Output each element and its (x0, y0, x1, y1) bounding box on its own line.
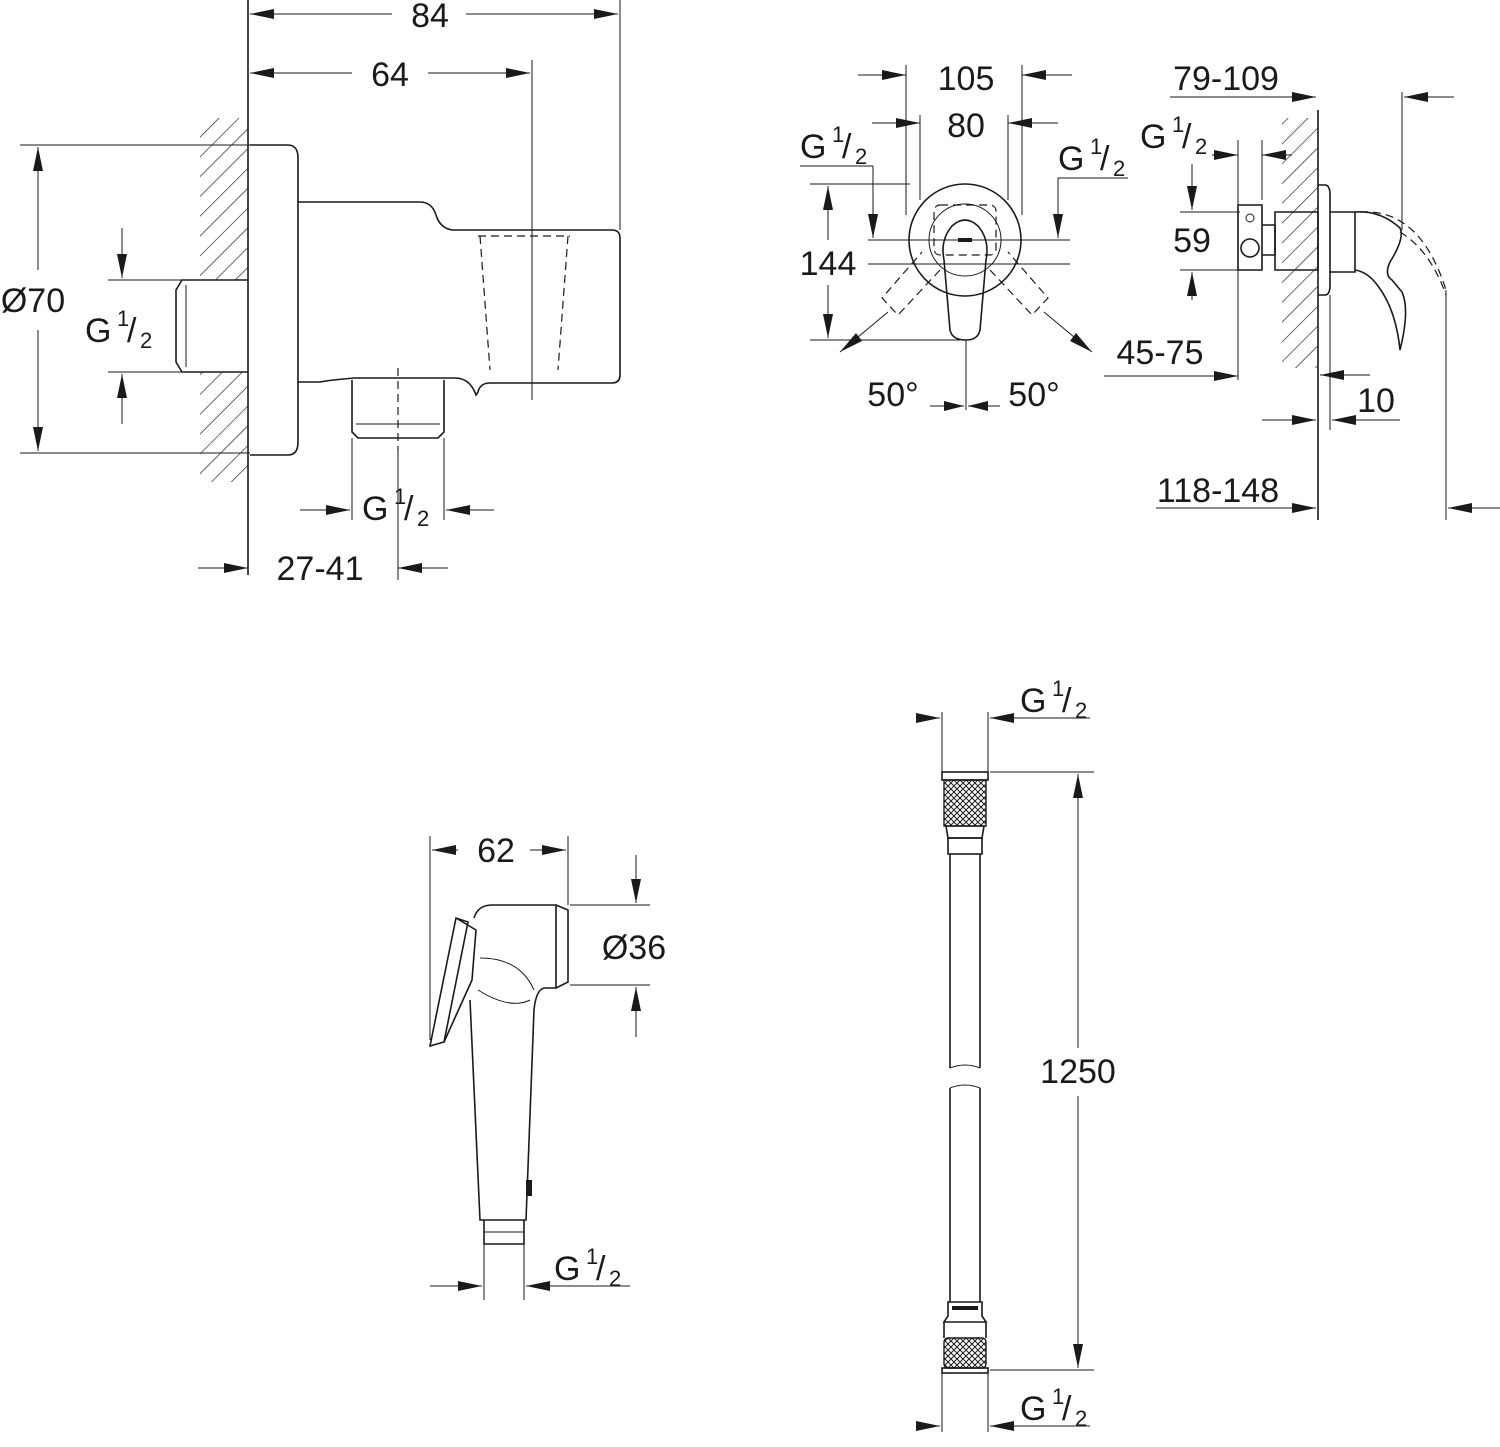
svg-text:2: 2 (855, 144, 867, 169)
thread-label-outlet: G 1 / 2 (362, 484, 429, 531)
dim-wall-range: 27-41 (277, 550, 364, 588)
svg-text:1: 1 (1052, 1384, 1064, 1409)
svg-text:/: / (596, 1250, 606, 1288)
dim-embed-range: 45-75 (1117, 334, 1204, 372)
dim-plate-thickness: 10 (1357, 382, 1395, 420)
svg-text:G: G (1140, 118, 1166, 156)
svg-text:2: 2 (1113, 156, 1125, 181)
svg-text:1: 1 (832, 122, 844, 147)
thread-label-hose-top: G 1 / 2 (1020, 676, 1087, 723)
wall-hatch-upper (200, 118, 248, 280)
dim-front-outer-width: 105 (938, 60, 995, 98)
wall-hatch-lower (200, 372, 248, 482)
svg-text:/: / (404, 490, 414, 528)
dim-body-depth: 64 (371, 56, 409, 94)
dim-front-height: 144 (800, 245, 857, 283)
valve-front-view: 105 80 G 1 / 2 G 1 / 2 144 (800, 60, 1238, 414)
svg-text:G: G (1020, 682, 1046, 720)
thread-label-front-left: G 1 / 2 (800, 122, 867, 169)
wall-hatch-side (1282, 118, 1318, 368)
hand-spray-view: 62 Ø36 G 1 / 2 (428, 832, 666, 1300)
dim-side-depth-range: 79-109 (1173, 60, 1279, 98)
svg-text:1: 1 (586, 1244, 598, 1269)
thread-label-side: G 1 / 2 (1140, 112, 1207, 159)
svg-text:G: G (1020, 1390, 1046, 1428)
angle-left: 50° (867, 376, 918, 414)
dim-front-inner-width: 80 (947, 107, 985, 145)
svg-text:1: 1 (117, 306, 129, 331)
svg-text:G: G (85, 312, 111, 350)
thread-label-inlet: G 1 / 2 (85, 306, 152, 353)
svg-text:1: 1 (1052, 676, 1064, 701)
svg-text:2: 2 (140, 328, 152, 353)
svg-text:2: 2 (1075, 698, 1087, 723)
dim-overall-depth: 84 (411, 0, 449, 35)
dim-side-height: 59 (1173, 222, 1211, 260)
svg-text:1: 1 (1090, 134, 1102, 159)
dim-hose-length: 1250 (1040, 1053, 1116, 1091)
svg-text:/: / (1100, 140, 1110, 178)
svg-text:G: G (554, 1250, 580, 1288)
thread-label-spray: G 1 / 2 (554, 1244, 621, 1291)
svg-text:G: G (800, 128, 826, 166)
svg-text:1: 1 (394, 484, 406, 509)
dim-total-range: 118-148 (1157, 472, 1279, 510)
dim-spray-length: 62 (477, 832, 515, 870)
hose-view: G 1 / 2 1250 G 1 / 2 (916, 676, 1116, 1432)
dim-outlet-diameter: Ø70 (1, 282, 65, 320)
svg-text:2: 2 (417, 506, 429, 531)
svg-text:1: 1 (1172, 112, 1184, 137)
svg-text:/: / (127, 312, 137, 350)
valve-side-view: 79-109 G 1 / 2 59 10 118-148 (1140, 60, 1500, 520)
thread-label-front-right: G 1 / 2 (1058, 134, 1125, 181)
svg-text:2: 2 (1075, 1406, 1087, 1431)
thread-label-hose-bottom: G 1 / 2 (1020, 1384, 1087, 1431)
svg-text:/: / (842, 128, 852, 166)
svg-text:/: / (1062, 682, 1072, 720)
svg-text:/: / (1182, 118, 1192, 156)
wall-outlet-view: 84 64 Ø70 G 1 / 2 G (1, 0, 621, 588)
svg-text:/: / (1062, 1390, 1072, 1428)
svg-text:2: 2 (609, 1266, 621, 1291)
svg-text:G: G (362, 490, 388, 528)
svg-text:2: 2 (1195, 134, 1207, 159)
svg-text:G: G (1058, 140, 1084, 178)
angle-right: 50° (1008, 376, 1059, 414)
dim-spray-diameter: Ø36 (602, 929, 666, 967)
